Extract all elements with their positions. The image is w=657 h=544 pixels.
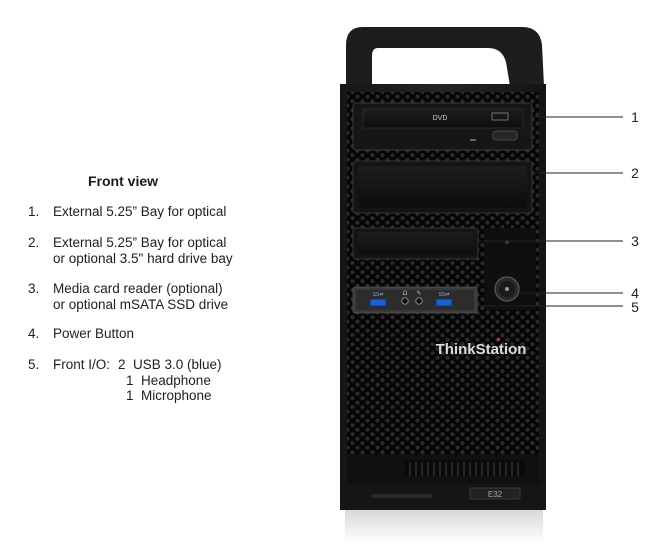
io-microphone-line: 1 Microphone xyxy=(126,388,212,403)
callout-lines xyxy=(478,116,623,307)
legend-number: 3. xyxy=(28,281,40,296)
usb-port-2-icon xyxy=(435,298,453,307)
legend-text: External 5.25” Bay for optical xyxy=(53,235,227,250)
callout-5: 5 xyxy=(631,299,639,315)
legend-title: Front view xyxy=(88,173,159,189)
eject-button-icon xyxy=(492,130,518,141)
brand-accent-dot xyxy=(497,338,500,341)
usb-badge-left: SS⇄ xyxy=(373,292,384,298)
media-logo-icon xyxy=(491,112,509,121)
model-label: E32 xyxy=(488,490,503,499)
legend-text: External 5.25” Bay for optical xyxy=(53,204,227,219)
microphone-jack-icon xyxy=(415,297,423,305)
carry-handle xyxy=(346,27,544,86)
callout-2: 2 xyxy=(631,165,639,181)
legend-number: 2. xyxy=(28,235,40,250)
legend-number: 4. xyxy=(28,326,40,341)
brand-logo: ThinkStation xyxy=(436,341,527,358)
front-io-label: Front I/O: xyxy=(53,357,111,372)
legend-text: Media card reader (optional) xyxy=(53,281,223,296)
front-io-list: 2 USB 3.0 (blue) 1 Headphone 1 Microphon… xyxy=(118,357,222,404)
headphone-jack-icon xyxy=(401,297,409,305)
microphone-symbol-icon: ✎ xyxy=(416,290,421,297)
legend-text: or optional 3.5" hard drive bay xyxy=(53,250,233,266)
usb-port-1-icon xyxy=(369,298,387,307)
dvd-logo: DVD xyxy=(433,115,448,122)
callout-4: 4 xyxy=(631,285,639,301)
floor-reflection xyxy=(345,510,543,544)
legend-text: Power Button xyxy=(53,326,135,341)
usb-badge-right: SS⇄ xyxy=(439,292,450,298)
headphone-symbol-icon: Ω xyxy=(403,290,408,297)
legend-number: 1. xyxy=(28,204,40,219)
io-headphone-line: 1 Headphone xyxy=(126,372,211,388)
legend-number: 5. xyxy=(28,357,40,372)
front-io-panel: SS⇄ SS⇄ Ω ✎ xyxy=(352,286,478,314)
legend: Front view 1. External 5.25” Bay for opt… xyxy=(28,173,233,404)
callout-1: 1 xyxy=(631,109,639,125)
legend-text: or optional mSATA SSD drive xyxy=(53,296,229,312)
io-usb-line: 2 USB 3.0 (blue) xyxy=(118,357,222,372)
optical-drive-bay-1: DVD xyxy=(352,102,533,151)
callout-3: 3 xyxy=(631,233,639,249)
